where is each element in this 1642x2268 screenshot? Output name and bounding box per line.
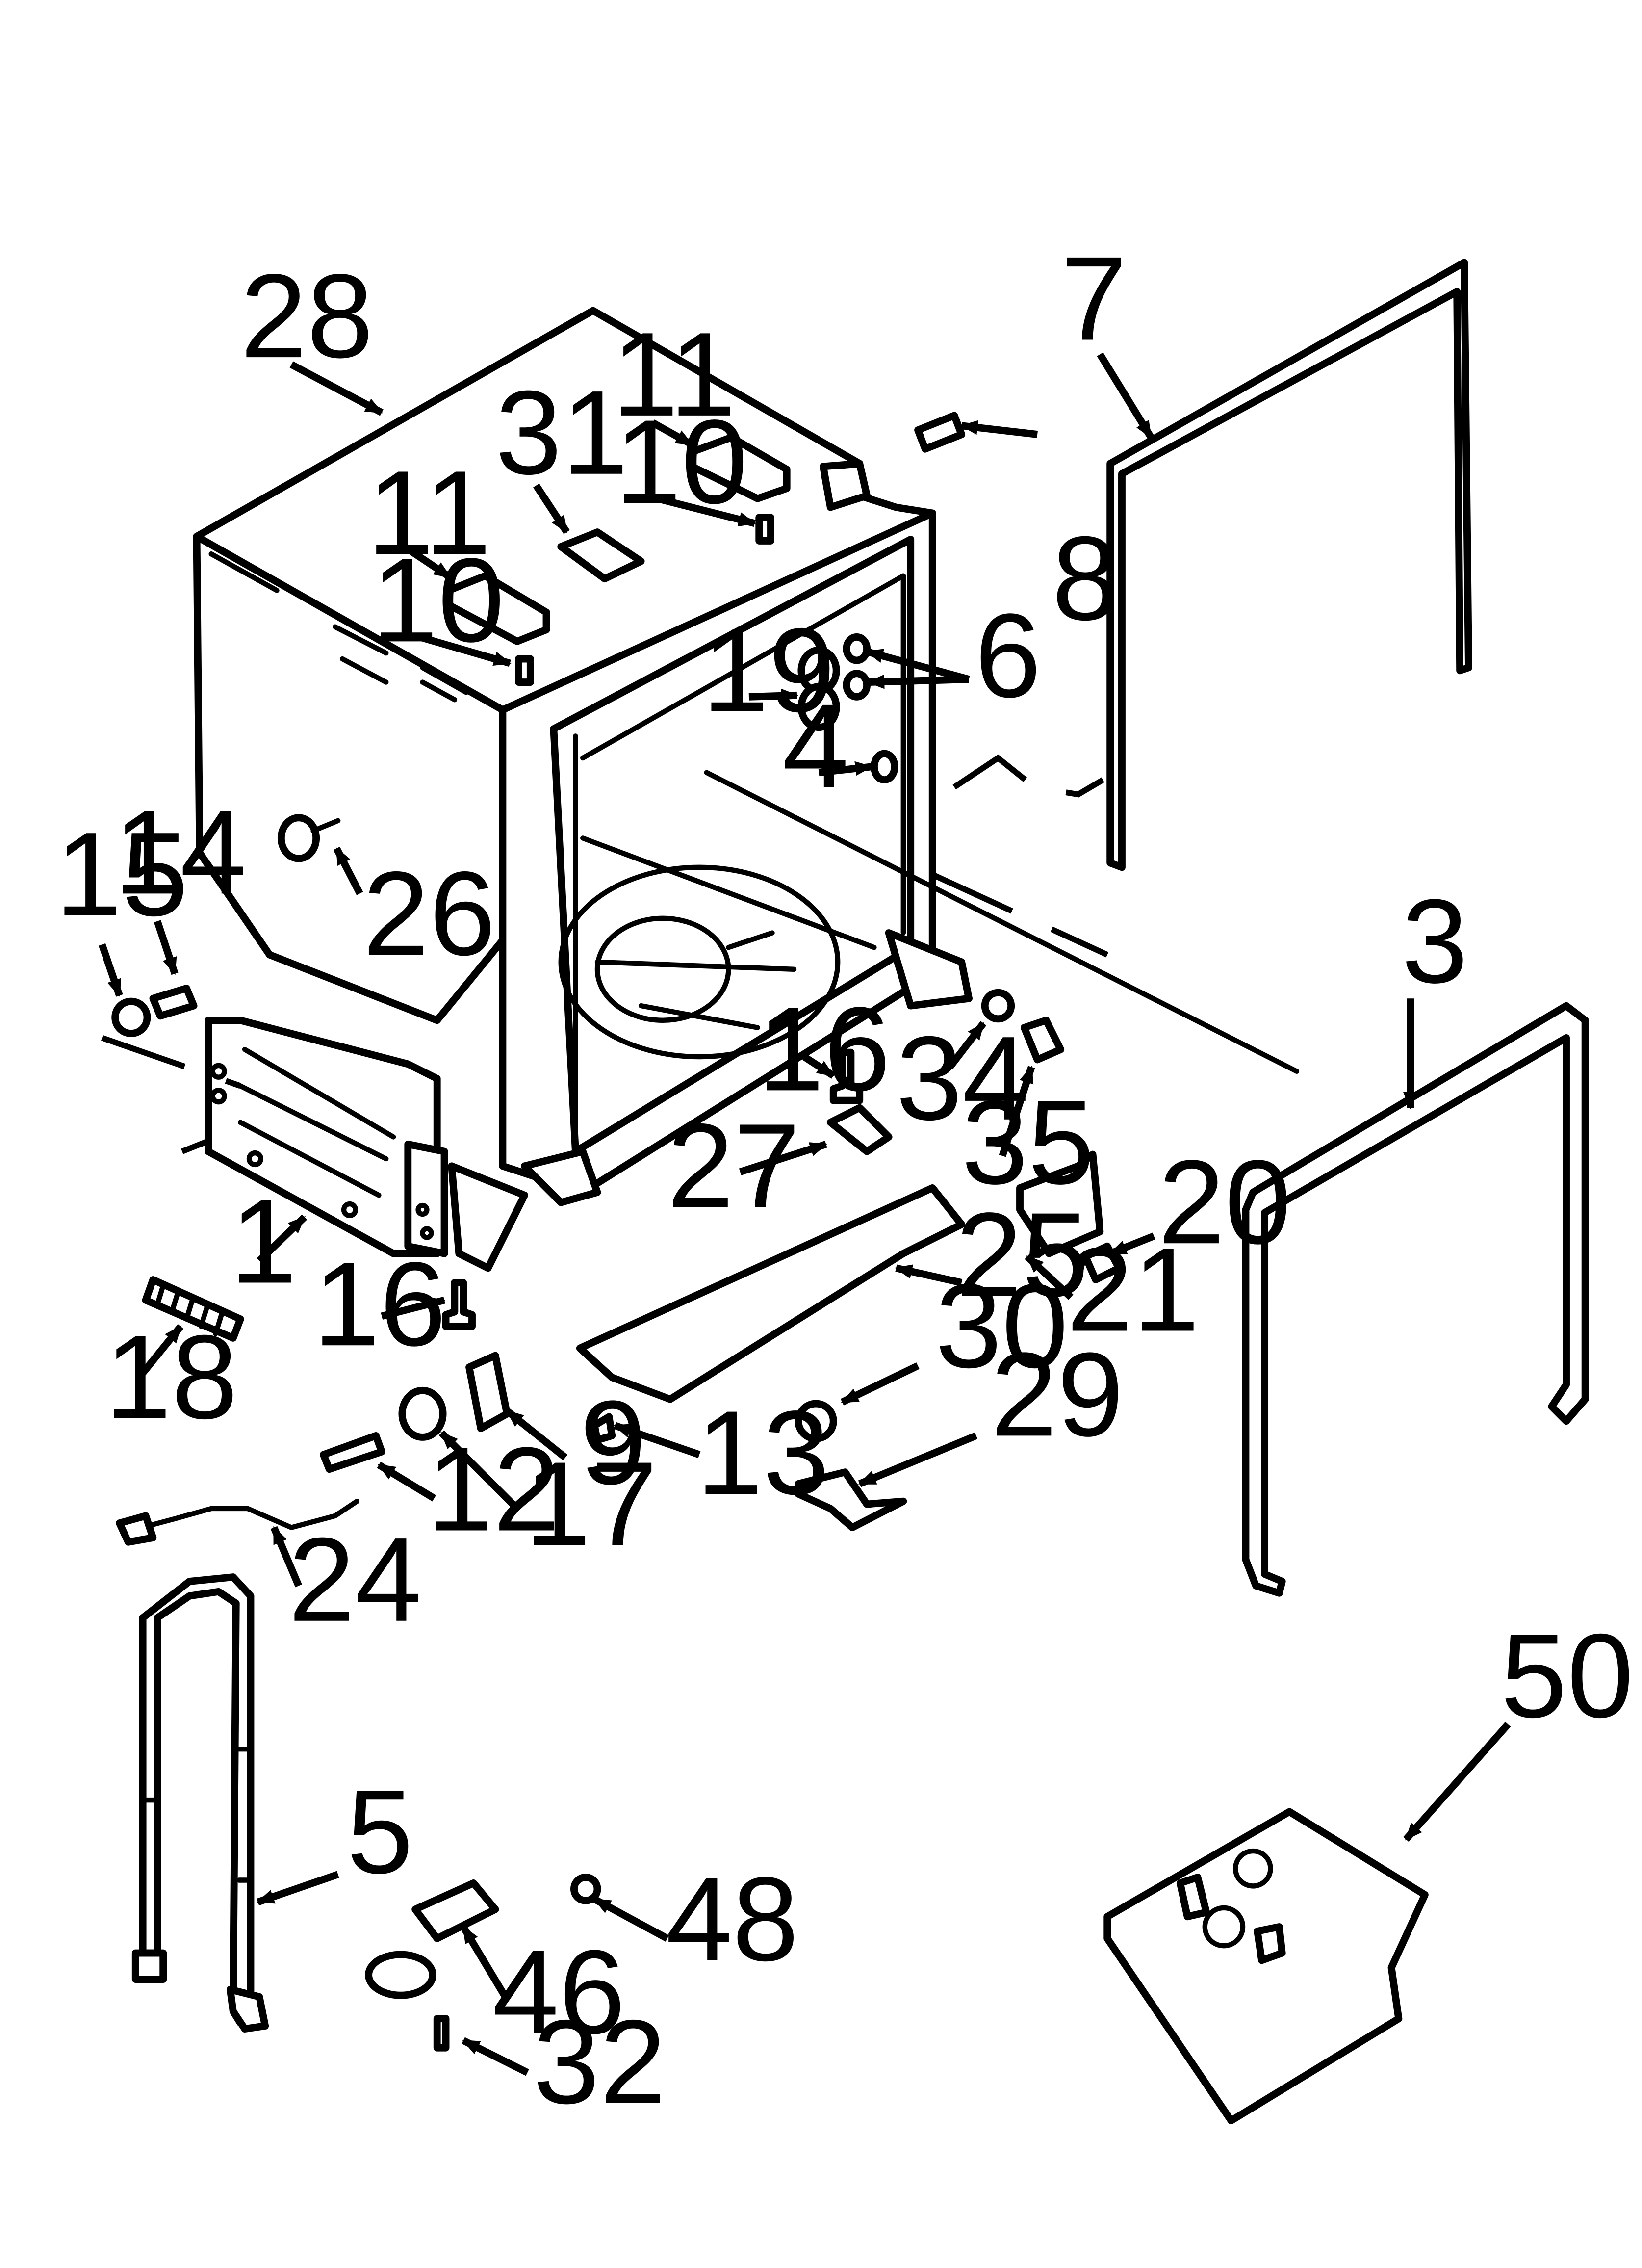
label-3: 3 (1402, 874, 1468, 1008)
label-31: 31 (495, 365, 628, 499)
part-6-washer-bottom (843, 670, 871, 701)
part-16-foot-lower (442, 1279, 476, 1330)
part-32-screw (433, 2015, 450, 2052)
label-14: 14 (114, 785, 247, 919)
part-48-clip (570, 1874, 601, 1904)
part-29-bracket (795, 1468, 907, 1532)
label-10-right: 10 (615, 394, 748, 528)
part-24-ground-wire (128, 1498, 360, 1533)
part-20-screw (1081, 1242, 1123, 1283)
label-6: 6 (975, 588, 1041, 722)
part-14-bolt (149, 985, 198, 1020)
part-labels: 28 11 31 10 11 10 7 8 6 19 4 26 14 15 3 … (55, 231, 1634, 2129)
label-11-right: 11 (612, 307, 736, 441)
label-10-left: 10 (372, 533, 505, 667)
part-15-nut (111, 997, 151, 1037)
label-12: 12 (427, 1422, 560, 1556)
label-26: 26 (363, 846, 496, 980)
part-26-plug (277, 814, 320, 862)
label-1: 1 (230, 1174, 296, 1308)
part-3-tub-gasket (1242, 1002, 1589, 1597)
part-27-clip (826, 1104, 893, 1155)
part-11-bracket-right (688, 434, 791, 502)
part-35-bolt (1020, 1017, 1065, 1064)
label-20: 20 (1158, 1135, 1291, 1269)
part-16-foot-upper (829, 1048, 864, 1104)
label-13: 13 (696, 1385, 829, 1519)
part-4-stop (871, 750, 898, 784)
label-8: 8 (1052, 511, 1118, 645)
label-28: 28 (240, 249, 373, 383)
label-18: 18 (105, 1310, 238, 1444)
label-7: 7 (1061, 231, 1127, 365)
part-7-door-gasket (1106, 259, 1472, 871)
label-48: 48 (666, 1852, 799, 1986)
label-9: 9 (580, 1375, 646, 1509)
part-34-star-washer (981, 989, 1015, 1023)
label-4: 4 (782, 678, 848, 812)
label-30: 30 (935, 1259, 1068, 1393)
part-30-thermostat (795, 1400, 837, 1442)
label-16-lower: 16 (313, 1237, 446, 1371)
part-9-link (465, 1352, 511, 1433)
part-10-screw-right (755, 514, 774, 545)
label-5: 5 (347, 1765, 413, 1899)
label-25: 25 (956, 1187, 1089, 1321)
label-15: 15 (55, 807, 188, 941)
label-16-upper: 16 (758, 982, 891, 1116)
label-11-left: 11 (367, 445, 491, 579)
leader-lines (98, 352, 1511, 2076)
label-46: 46 (492, 1925, 625, 2059)
part-13-screw (590, 1413, 616, 1444)
part-17-wheel (398, 1386, 447, 1441)
label-32: 32 (533, 1995, 666, 2129)
part-6-washer-top (843, 633, 871, 664)
label-19: 19 (702, 603, 835, 737)
part-19-roller-bottom (797, 683, 840, 731)
label-35: 35 (962, 1075, 1095, 1209)
part-25-shield (576, 1184, 966, 1403)
label-24: 24 (288, 1512, 421, 1646)
part-12-bolt (320, 1432, 385, 1473)
part-21-bracket (1016, 1150, 1104, 1257)
label-34: 34 (896, 1011, 1029, 1145)
label-21: 21 (1067, 1223, 1200, 1356)
part-31-clip (557, 528, 645, 583)
label-27: 27 (667, 1098, 800, 1232)
part-8-bolt (914, 412, 966, 453)
label-29: 29 (991, 1327, 1124, 1461)
part-11-bracket-left (445, 572, 550, 645)
label-50: 50 (1501, 1609, 1634, 1743)
part-10-screw-left (515, 655, 534, 686)
label-17: 17 (524, 1436, 657, 1570)
part-46-clamp (411, 1879, 499, 1942)
